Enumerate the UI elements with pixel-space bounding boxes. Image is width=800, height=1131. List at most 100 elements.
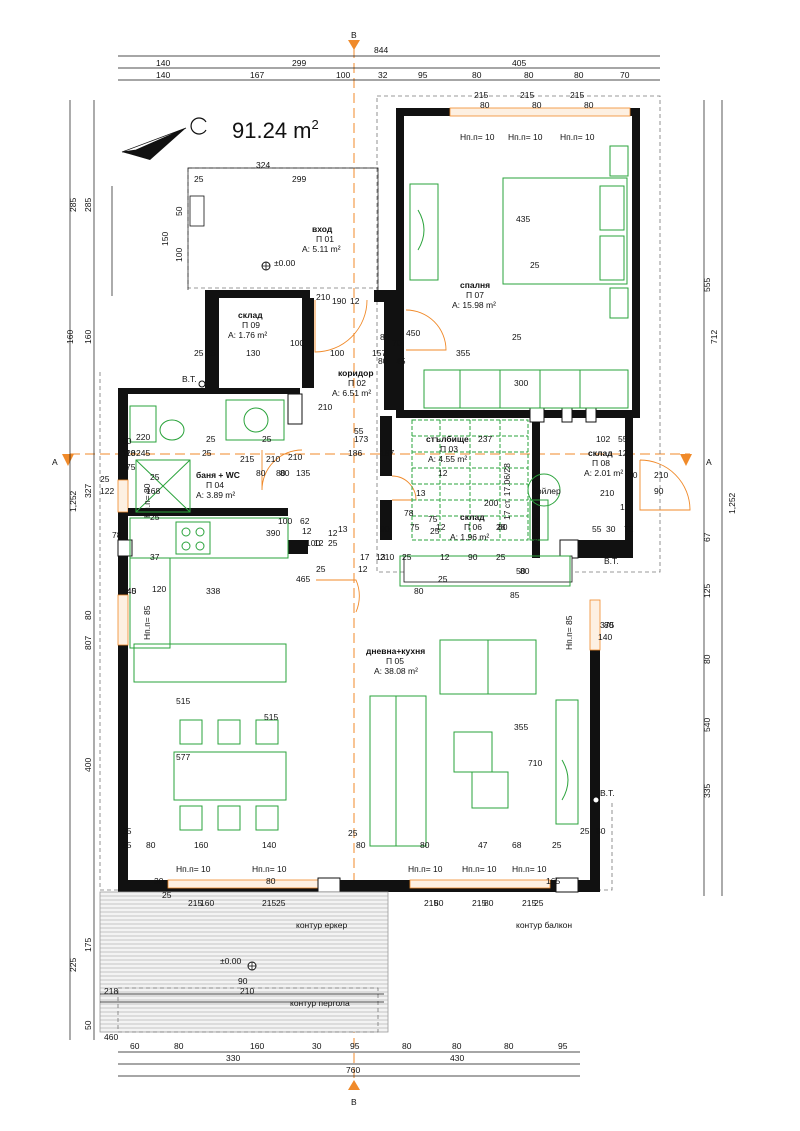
interior-dim-label: 80 xyxy=(378,356,388,366)
interior-dim-label: 28 xyxy=(126,448,136,458)
interior-dim-label: 355 xyxy=(514,722,528,732)
north-arrow-icon xyxy=(121,117,207,160)
interior-dim-label: 13 xyxy=(338,524,348,534)
interior-dim-label: 300 xyxy=(514,378,528,388)
interior-dim-label: 12 xyxy=(440,552,450,562)
interior-dim-label: 173 xyxy=(354,434,368,444)
interior-dim-label: 80 xyxy=(596,826,606,836)
room-02-area: A: 6.51 m² xyxy=(332,388,371,398)
dim-top-r2-2: 167 xyxy=(250,70,264,80)
dim-left-10: 150 xyxy=(160,232,170,246)
interior-dim-label: 25 xyxy=(530,260,540,270)
interior-dim-label: 120 xyxy=(152,584,166,594)
interior-dim-label: 80 xyxy=(584,100,594,110)
interior-dim-label: 25 xyxy=(534,898,544,908)
interior-dim-label: 25 xyxy=(580,826,590,836)
interior-dim-label: 47 xyxy=(478,840,488,850)
interior-dim-label: 90 xyxy=(380,524,390,534)
dim-left-8: 175 xyxy=(83,938,93,952)
interior-dim-label: 25 xyxy=(122,826,132,836)
room-06-code: П 06 xyxy=(464,522,482,532)
stair-note: 17 ст. 17.06/28 xyxy=(502,463,512,520)
interior-dim-label: 12 xyxy=(436,522,446,532)
room-05-code: П 05 xyxy=(386,656,404,666)
dim-left-4: 285 xyxy=(83,198,93,212)
interior-dim-label: 210 xyxy=(600,488,614,498)
room-05-area: A: 38.08 m² xyxy=(374,666,418,676)
interior-dim-label: 12 xyxy=(314,538,324,548)
interior-dim-label: 122 xyxy=(100,486,114,496)
interior-dim-label: 13 xyxy=(416,488,426,498)
interior-dim-label: 465 xyxy=(296,574,310,584)
interior-dim-label: 245 xyxy=(122,586,136,596)
right-dimensions: 712 1,252 555 67 125 80 540 335 xyxy=(702,100,737,896)
interior-dim-label: 80 xyxy=(480,100,490,110)
interior-dim-label: 80 xyxy=(146,840,156,850)
interior-dim-label: 25 xyxy=(328,538,338,548)
dim-top-r2-3: 100 xyxy=(336,70,350,80)
dim-left-2: 1,252 xyxy=(68,490,78,512)
interior-dim-label: 168 xyxy=(146,486,160,496)
interior-dim-label: 25 xyxy=(262,434,272,444)
interior-dim-label: 30 xyxy=(154,876,164,886)
entry-outline xyxy=(187,167,379,290)
interior-dim-label: 215 xyxy=(424,898,438,908)
interior-dim-label: 25 xyxy=(552,840,562,850)
interior-dim-label: 80 xyxy=(484,898,494,908)
dim-bot-3: 160 xyxy=(250,1041,264,1051)
interior-dim-label: 324 xyxy=(256,160,270,170)
axis-b-top-label: B xyxy=(351,30,357,40)
axis-b-bottom-label: B xyxy=(351,1097,357,1107)
interior-dim-label: 110 xyxy=(122,448,136,458)
interior-dim-label: 80 xyxy=(256,468,266,478)
level-marker-terrace: ±0.00 xyxy=(220,956,257,971)
dim-bot-7: 80 xyxy=(452,1041,462,1051)
interior-dim-label: 90 xyxy=(238,976,248,986)
vt-marker-2 xyxy=(592,796,600,804)
interior-dim-label: 160 xyxy=(200,898,214,908)
interior-dim-label: 515 xyxy=(176,696,190,706)
room-07-area: A: 15.98 m² xyxy=(452,300,496,310)
bottom-dimensions: 60 80 160 30 95 80 80 80 95 330 430 760 xyxy=(118,1041,580,1077)
interior-dim-label: 210 xyxy=(266,454,280,464)
contour-pergola-label: контур пергола xyxy=(290,998,350,1008)
interior-dim-label: 25 xyxy=(150,512,160,522)
dim-right-6: 80 xyxy=(702,654,712,664)
dim-top-1: 140 xyxy=(156,58,170,68)
interior-dim-label: 25 xyxy=(206,348,216,358)
interior-dim-label: 215 xyxy=(188,898,202,908)
interior-dim-label: 12 xyxy=(302,526,312,536)
room-01-name: вход xyxy=(312,224,333,234)
interior-dim-label: 390 xyxy=(266,528,280,538)
interior-dim-label: 100 xyxy=(330,348,344,358)
interior-dim-label: 80 xyxy=(434,898,444,908)
axis-b-top-marker xyxy=(348,40,360,50)
interior-dim-label: 460 xyxy=(104,1032,118,1042)
interior-dim-label: 45 xyxy=(396,356,406,366)
interior-dim-label: 80 xyxy=(266,876,276,886)
entry-column xyxy=(189,195,205,227)
sill-label-6: Нп.п= 10 xyxy=(408,864,443,874)
dim-left-11: 100 xyxy=(174,248,184,262)
dim-left-5: 160 xyxy=(83,330,93,344)
interior-dim-label: 160 xyxy=(194,840,208,850)
sill-label-5: Нп.п= 10 xyxy=(252,864,287,874)
room-03-code: П 03 xyxy=(440,444,458,454)
interior-dim-label: 80 xyxy=(276,468,286,478)
interior-dim-label: 28 xyxy=(496,522,506,532)
dim-left-13: 160 xyxy=(65,330,75,344)
interior-dim-label: 515 xyxy=(264,712,278,722)
interior-dim-label: 78 xyxy=(404,508,414,518)
interior-dim-label: 577 xyxy=(176,752,190,762)
dim-bot-8: 80 xyxy=(504,1041,514,1051)
interior-dim-label: 165 xyxy=(546,876,560,886)
room-06-name: склад xyxy=(460,512,485,522)
sill-label-8: Нп.п= 10 xyxy=(512,864,547,874)
dim-bot-6: 80 xyxy=(402,1041,412,1051)
room-03-area: A: 4.55 m² xyxy=(428,454,467,464)
interior-dim-label: 80 xyxy=(498,522,508,532)
interior-dim-label: 90 xyxy=(654,486,664,496)
interior-dim-label: 25 xyxy=(316,564,326,574)
interior-dim-label: 80 xyxy=(604,620,614,630)
